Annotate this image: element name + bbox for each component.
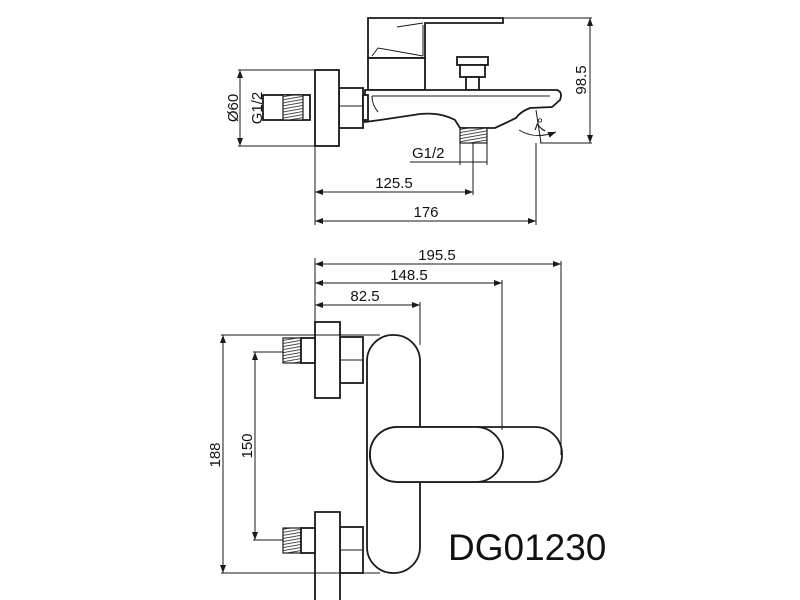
diverter-stem [465,76,480,91]
body-depth-label: 82.5 [350,288,379,305]
height-label: 98.5 [573,65,590,94]
lever-handle [367,17,504,59]
upper-inlet-thread [282,337,302,364]
upper-flange [314,321,341,399]
outlet-thread-label: G1/2 [412,145,445,162]
wall-flange [314,69,340,147]
connector-nut [338,87,364,129]
diverter-knob-cap [456,56,489,66]
inlet-thread [282,94,304,121]
nut-collar [362,94,369,121]
top-view: 195.5 148.5 82.5 188 150 [207,247,563,600]
model-number: DG01230 [448,527,606,568]
diverter-knob [459,64,486,78]
flange-diameter-label: Ø60 [225,94,242,122]
lower-inlet-thread [282,527,302,554]
spout [364,89,562,129]
angle-arc [518,129,557,138]
overall-height-label: 188 [207,442,224,467]
spout-angle-label: 7° [532,116,553,135]
spout-edge [371,95,550,113]
valve-body [367,57,426,91]
inlet-thread-label: G1/2 [249,92,266,125]
overall-depth-label: 195.5 [418,247,456,264]
lever-cap [369,426,504,483]
outlet-distance-label: 125.5 [375,175,413,192]
lower-flange [314,511,341,600]
spout-length-label: 176 [413,204,438,221]
inlet-centers-label: 150 [239,433,256,458]
side-view: Ø60 G1/2 98.5 7° G1/2 125.5 176 [225,17,593,225]
outlet-thread [459,127,488,144]
lever-detail [371,22,424,57]
lever-depth-label: 148.5 [390,267,428,284]
